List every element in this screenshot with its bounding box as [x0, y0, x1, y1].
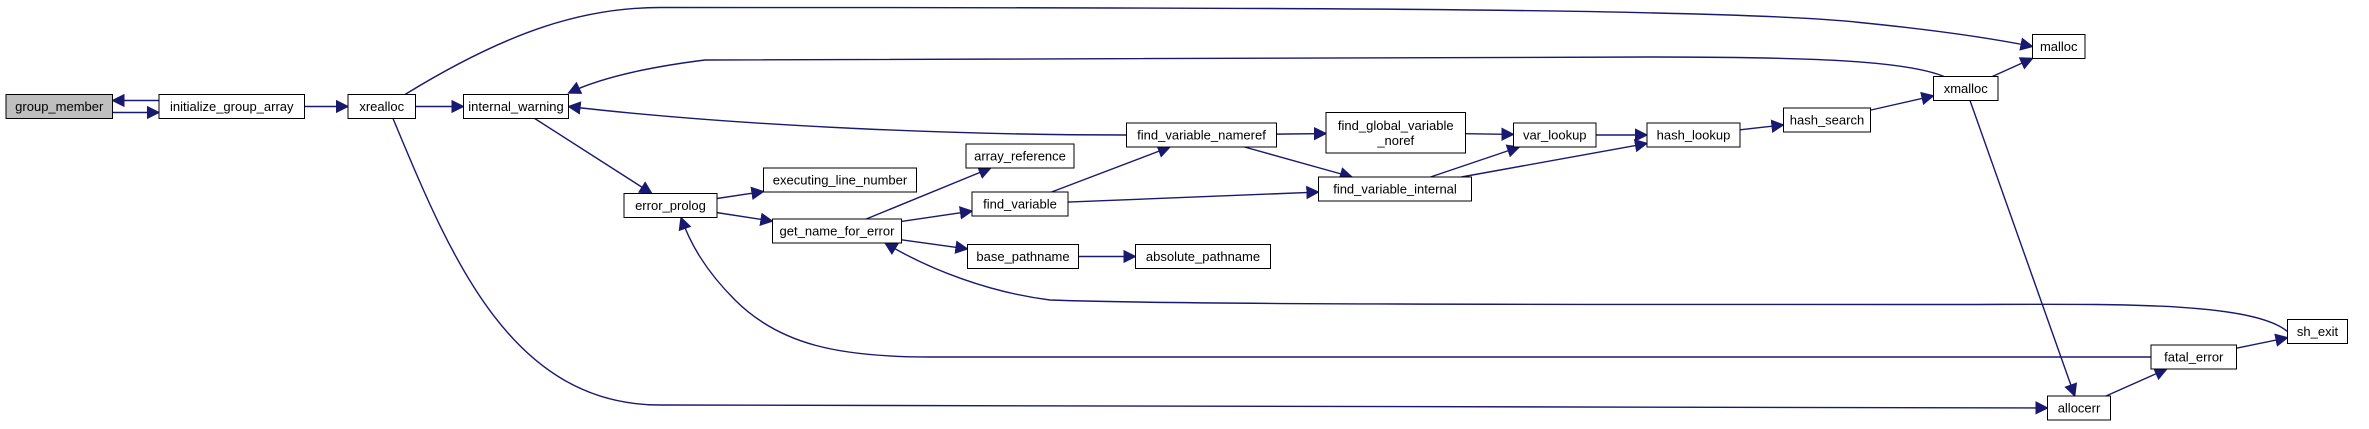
- edge-allocerr-to-fatal-error: [2106, 367, 2168, 396]
- edge-get-name-for-error-to-find-variable: [902, 206, 974, 221]
- node-label: internal_warning: [468, 99, 563, 114]
- edge-get-name-for-error-to-base-pathname: [902, 240, 969, 254]
- node-box: [1135, 244, 1271, 269]
- node-label: array_reference: [974, 149, 1066, 164]
- nodes-layer: group_member initialize_group_array xreall…: [5, 34, 2348, 421]
- node-box: [347, 94, 416, 119]
- node-label: fatal_error: [2164, 350, 2224, 365]
- node-label: get_name_for_error: [780, 224, 896, 239]
- node-box: [1126, 122, 1277, 148]
- node-hash-lookup[interactable]: hash_lookup: [1646, 122, 1741, 148]
- edge-get-name-for-error-to-array-reference: [866, 166, 992, 219]
- node-get-name-for-error[interactable]: get_name_for_error: [772, 218, 902, 244]
- node-label: allocerr: [2058, 401, 2101, 416]
- node-find-variable-internal[interactable]: find_variable_internal: [1318, 176, 1472, 202]
- edge-fatal-error-to-error-prolog: [678, 216, 2151, 358]
- edge-error-prolog-to-get-name-for-error: [717, 213, 774, 226]
- node-box: [1933, 76, 1999, 101]
- edge-hash-lookup-to-hash-search: [1740, 119, 1785, 133]
- node-box: [1783, 107, 1871, 133]
- node-label: var_lookup: [1523, 128, 1587, 143]
- edge-xmalloc-to-malloc: [1992, 57, 2034, 76]
- node-box: [158, 94, 305, 119]
- node-internal-warning[interactable]: internal_warning: [463, 94, 569, 119]
- node-sh-exit[interactable]: sh_exit: [2287, 319, 2348, 344]
- node-error-prolog[interactable]: error_prolog: [623, 193, 718, 218]
- node-find-variable-nameref[interactable]: find_variable_nameref: [1126, 122, 1277, 148]
- node-label: base_pathname: [976, 249, 1069, 264]
- node-box: [5, 94, 113, 119]
- node-box: [763, 167, 917, 193]
- node-box: [2287, 319, 2348, 344]
- node-find-global-variable-noref[interactable]: find_global_variable_noref: [1325, 112, 1466, 154]
- node-xrealloc[interactable]: xrealloc: [347, 94, 416, 119]
- node-box: [623, 193, 718, 218]
- node-label: error_prolog: [635, 198, 706, 213]
- edges-layer: [111, 8, 2289, 415]
- edge-find-global-variable-noref-to-var-lookup: [1466, 127, 1515, 141]
- node-label: hash_lookup: [1657, 128, 1731, 143]
- node-label: executing_line_number: [773, 173, 908, 188]
- node-allocerr[interactable]: allocerr: [2047, 395, 2111, 421]
- node-xmalloc[interactable]: xmalloc: [1933, 76, 1999, 101]
- edge-hash-search-to-xmalloc: [1871, 91, 1935, 110]
- node-initialize-group-array[interactable]: initialize_group_array: [158, 94, 305, 119]
- node-label: find_global_variable: [1338, 118, 1454, 133]
- edge-find-variable-nameref-to-find-variable-internal: [1245, 147, 1354, 181]
- node-label: find_variable: [983, 197, 1057, 212]
- node-absolute-pathname[interactable]: absolute_pathname: [1135, 244, 1271, 269]
- node-box: [1318, 176, 1472, 202]
- node-array-reference[interactable]: array_reference: [965, 143, 1075, 169]
- node-find-variable[interactable]: find_variable: [971, 191, 1069, 217]
- node-box: [967, 244, 1079, 269]
- node-label: find_variable_internal: [1333, 182, 1457, 197]
- node-box: [1513, 122, 1597, 148]
- edge-find-variable-internal-to-var-lookup: [1431, 144, 1521, 177]
- node-box: [965, 143, 1075, 169]
- edge-find-variable-nameref-to-internal-warning: [567, 101, 1127, 136]
- edge-error-prolog-to-executing-line-number: [717, 186, 765, 200]
- node-base-pathname[interactable]: base_pathname: [967, 244, 1079, 269]
- node-box: [1646, 122, 1741, 148]
- node-label: absolute_pathname: [1146, 249, 1260, 264]
- edge-internal-warning-to-error-prolog: [535, 119, 653, 194]
- node-fatal-error[interactable]: fatal_error: [2150, 344, 2237, 370]
- edge-fatal-error-to-sh-exit: [2237, 333, 2289, 349]
- node-box: [2150, 344, 2237, 370]
- node-group-member[interactable]: group_member: [5, 94, 113, 119]
- edge-find-variable-to-find-variable-internal: [1068, 185, 1320, 202]
- edge-sh-exit-to-get-name-for-error: [883, 243, 2288, 332]
- edge-xrealloc-to-malloc: [405, 8, 2034, 95]
- node-label: group_member: [15, 99, 104, 114]
- edge-find-variable-nameref-to-find-global-variable-noref: [1277, 126, 1328, 141]
- node-label: malloc: [2040, 39, 2078, 54]
- node-box: [971, 191, 1069, 217]
- node-malloc[interactable]: malloc: [2032, 34, 2086, 59]
- node-label: sh_exit: [2297, 324, 2339, 339]
- node-hash-search[interactable]: hash_search: [1783, 107, 1871, 133]
- node-label: initialize_group_array: [170, 99, 294, 114]
- node-label: _noref: [1376, 133, 1414, 148]
- node-box: [2047, 395, 2111, 421]
- node-box: [1325, 112, 1466, 154]
- node-var-lookup[interactable]: var_lookup: [1513, 122, 1597, 148]
- node-label: xrealloc: [359, 99, 404, 114]
- node-label: hash_search: [1790, 113, 1864, 128]
- node-executing-line-number[interactable]: executing_line_number: [763, 167, 917, 193]
- node-label: find_variable_nameref: [1137, 128, 1266, 143]
- edge-xmalloc-to-allocerr: [1970, 101, 2078, 398]
- edge-find-variable-to-find-variable-nameref: [1052, 145, 1172, 192]
- edge-find-variable-internal-to-hash-lookup: [1461, 138, 1649, 177]
- edge-xmalloc-to-internal-warning: [567, 57, 1945, 93]
- node-box: [463, 94, 569, 119]
- node-label: xmalloc: [1944, 81, 1989, 96]
- node-box: [772, 218, 902, 244]
- node-box: [2032, 34, 2086, 59]
